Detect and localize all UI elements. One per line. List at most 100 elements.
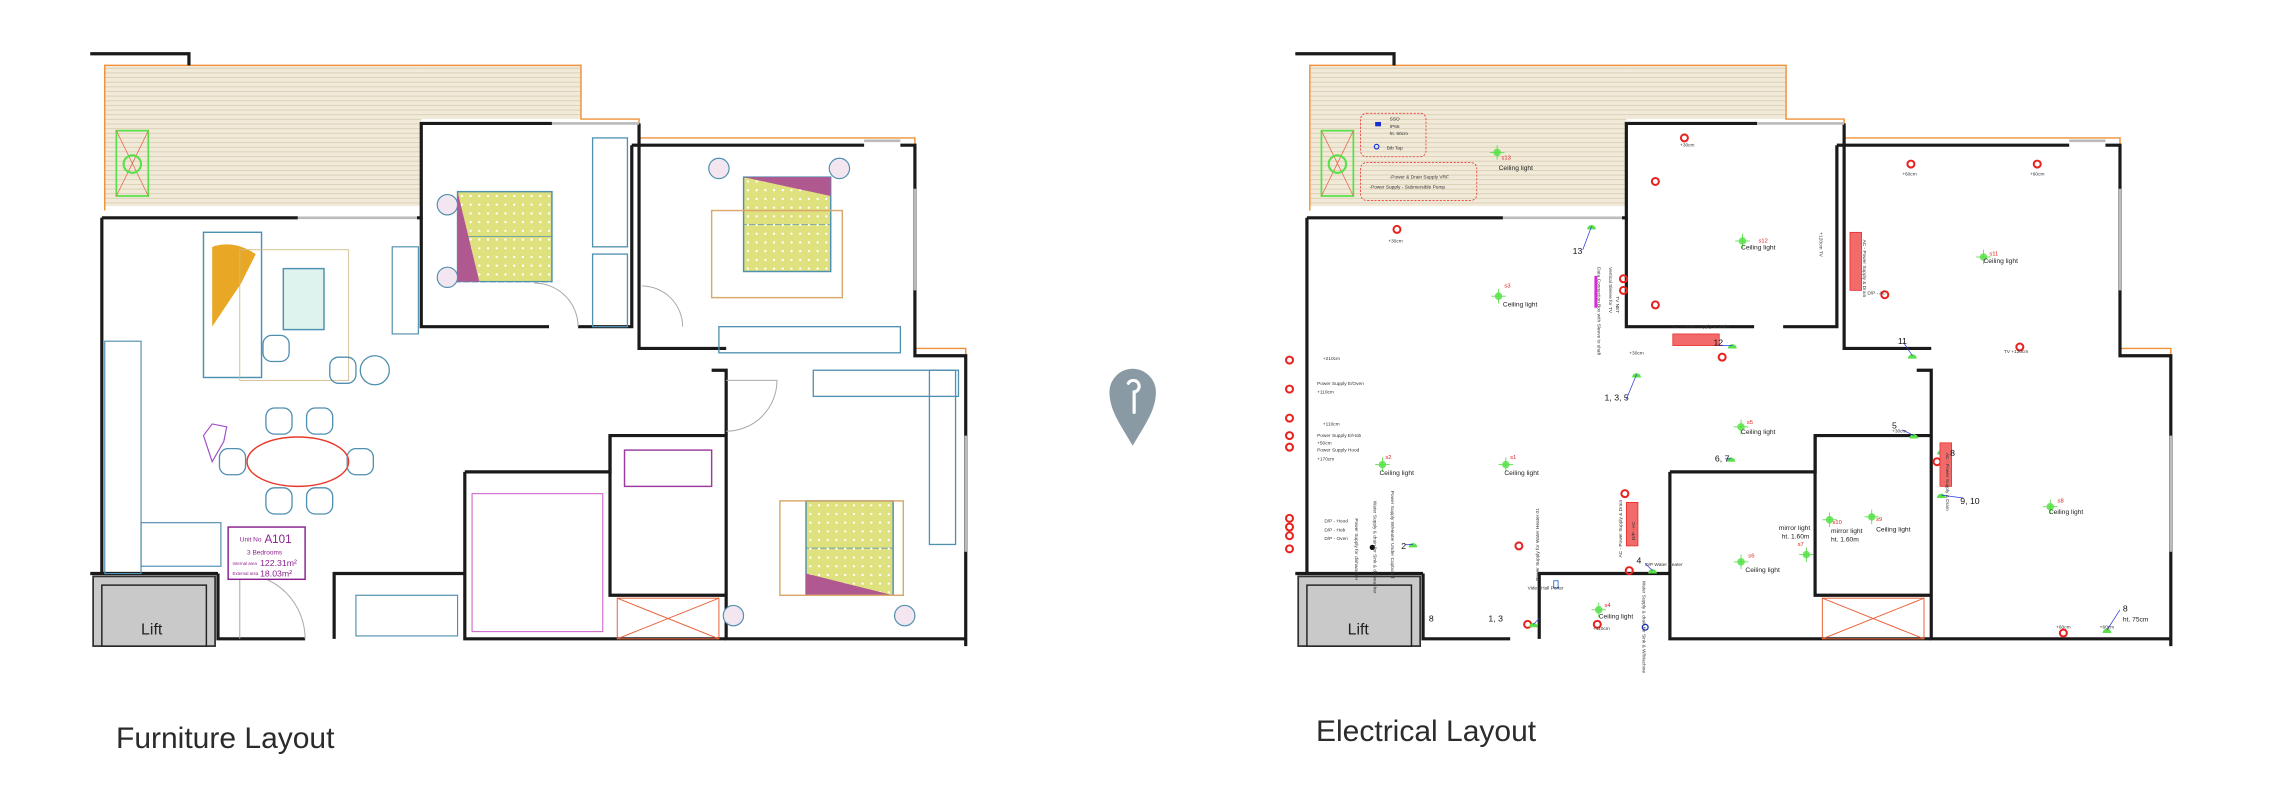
bed-pattern: [486, 247, 490, 250]
bed-pattern: [495, 203, 498, 206]
bed-pattern: [513, 264, 516, 267]
ac-unit-icon: [1849, 231, 1862, 291]
plan-label: s12: [1758, 238, 1767, 244]
bed-pattern: [807, 267, 811, 270]
coffee-table: [282, 267, 325, 331]
bed-pattern: [870, 538, 873, 542]
bed-pattern: [513, 212, 516, 215]
wall: [332, 571, 465, 639]
bed-pattern: [799, 215, 802, 218]
plan-label: 5: [1892, 420, 1897, 430]
furniture-items: [104, 137, 960, 639]
socket-icon: [1592, 619, 1602, 629]
bed-pattern: [530, 220, 533, 224]
bed-pattern: [826, 556, 829, 559]
bed-pattern: [781, 232, 784, 235]
internal-area-value: 122.31m²: [260, 558, 297, 568]
wall: [2105, 143, 2173, 647]
wall: [1842, 145, 1932, 351]
bed-pattern: [825, 241, 828, 244]
bed-pattern: [852, 547, 856, 550]
bed-pattern: [755, 197, 758, 201]
mirror-light-label: mirror light: [1779, 525, 1811, 532]
shaft-cross: [617, 597, 720, 640]
bed-pattern: [835, 556, 838, 559]
bed-pattern: [835, 521, 838, 524]
plan-label: AC - Power Supply & Drain: [1671, 324, 1729, 330]
light-label-s1: Ceiling light: [1504, 470, 1539, 477]
bed-pattern: [887, 573, 890, 577]
plan-label: +60cm: [1902, 172, 1917, 178]
plan-label: +60cm: [2056, 625, 2071, 631]
balcony-notes: SSO IP66 ht. 50cm Bib Tap -Power & Drain…: [1360, 112, 1478, 201]
bed-pattern: [521, 203, 525, 206]
switch-icon: [1909, 434, 1919, 439]
wall: [1621, 121, 1758, 220]
wardrobe: [928, 369, 957, 546]
plan-label: TV NET: [1614, 296, 1620, 313]
electrical-symbols: [1284, 133, 2121, 638]
electrical-layout-title: Electrical Layout: [1316, 715, 1537, 748]
bed-pattern: [809, 538, 812, 542]
socket-icon: [1284, 531, 1294, 541]
bed-pattern: [790, 258, 793, 262]
bed-pattern: [781, 215, 784, 218]
lift-car: [101, 584, 208, 647]
drain-icon: [1327, 154, 1348, 174]
light-label-s3: Ceiling light: [1503, 301, 1538, 308]
socket-icon: [1650, 300, 1660, 310]
plan-label: 6, 7: [1715, 454, 1730, 464]
wardrobe: [718, 326, 902, 354]
bed-pattern: [764, 250, 767, 253]
bed-pattern: [504, 247, 507, 250]
light-label-s5: Ceiling light: [1741, 429, 1776, 436]
plan-label: 4: [1637, 555, 1642, 565]
bed-pattern: [816, 241, 819, 244]
plan-label: 8: [1950, 448, 1955, 458]
plan-label: Power Supply for Water Heater 01: [1535, 508, 1541, 581]
side-table: [359, 355, 390, 386]
bed-pattern: [790, 215, 793, 218]
bed-pattern: [764, 241, 767, 244]
plan-label: Power Supply E/Hob: [1317, 433, 1361, 439]
bed-pattern: [547, 255, 551, 259]
bed-pattern: [844, 556, 847, 559]
plan-label: AC - Power Supply & Drain: [1944, 453, 1950, 511]
plan-label: 8: [2123, 603, 2128, 613]
chair: [265, 487, 293, 515]
bed-pattern: [764, 223, 767, 227]
bed-pattern: [816, 258, 819, 262]
bed-pattern: [530, 229, 533, 233]
bed-pattern: [781, 206, 784, 209]
bed-pattern: [817, 530, 821, 533]
unit-info-box: Unit No A101 3 Bedrooms Internal area 12…: [227, 526, 306, 581]
plan-label: +30cm: [1892, 429, 1907, 435]
bed-pattern: [826, 521, 829, 524]
bed-pattern: [746, 189, 750, 192]
bed-pattern: [547, 229, 551, 233]
bed-pattern: [817, 512, 821, 516]
bed-pattern: [486, 238, 490, 241]
bed-pattern: [790, 267, 793, 270]
bed-pattern: [861, 565, 864, 568]
plan-label: 1, 3: [1488, 613, 1503, 623]
bed-pattern: [817, 565, 821, 568]
plan-label: +210cm: [1323, 356, 1340, 362]
bed-pattern: [478, 238, 481, 241]
bed-pattern: [790, 223, 793, 227]
wall: [463, 471, 727, 641]
vertical-notes: Power Supply for dishwasher Water Supply…: [1353, 232, 1950, 673]
lift-car: [1306, 584, 1413, 647]
bed-pattern: [504, 229, 507, 233]
bed-pattern: [746, 180, 750, 183]
water-point-icon: [1641, 623, 1649, 631]
bed-pattern: [513, 220, 516, 224]
bed-pattern: [504, 264, 507, 267]
socket-icon: [2032, 159, 2042, 169]
nightstand: [436, 266, 459, 289]
bed-pattern: [755, 223, 758, 227]
socket-icon: [1514, 541, 1524, 551]
bed-pattern: [539, 273, 542, 276]
chair: [218, 447, 247, 476]
socket-icon: [2015, 342, 2025, 352]
